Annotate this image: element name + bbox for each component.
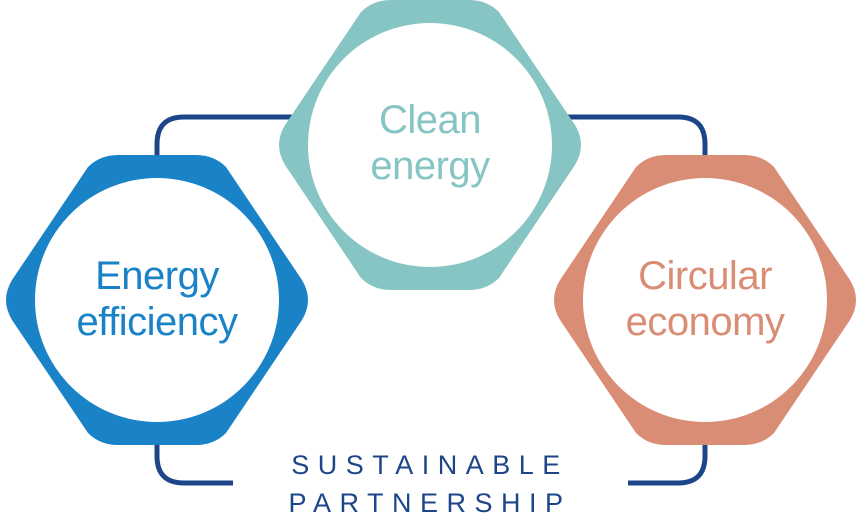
node-label-circular-economy: Circular economy: [585, 256, 825, 342]
node-label-line2: efficiency: [76, 300, 238, 344]
node-label-line1: Circular: [638, 254, 772, 298]
node-label-clean-energy: Clean energy: [310, 100, 550, 186]
connector-bottom-left: [154, 440, 233, 486]
footer-line2: PARTNERSHIP: [288, 488, 572, 518]
connector-bottom-right: [628, 440, 708, 486]
footer-line1: SUSTAINABLE: [291, 450, 569, 480]
hexagon-energy-efficiency: [6, 155, 308, 445]
footer-title: SUSTAINABLE PARTNERSHIP: [200, 452, 660, 517]
node-label-line2: energy: [370, 144, 490, 188]
connector-top-left: [154, 114, 300, 160]
hexagon-clean-energy: [279, 0, 581, 290]
node-label-line1: Clean: [378, 98, 482, 142]
node-label-energy-efficiency: Energy efficiency: [37, 256, 277, 342]
hexagon-circular-economy: [554, 155, 856, 445]
node-label-line2: economy: [625, 300, 785, 344]
node-label-line1: Energy: [95, 254, 219, 298]
connector-top-right: [560, 114, 708, 160]
